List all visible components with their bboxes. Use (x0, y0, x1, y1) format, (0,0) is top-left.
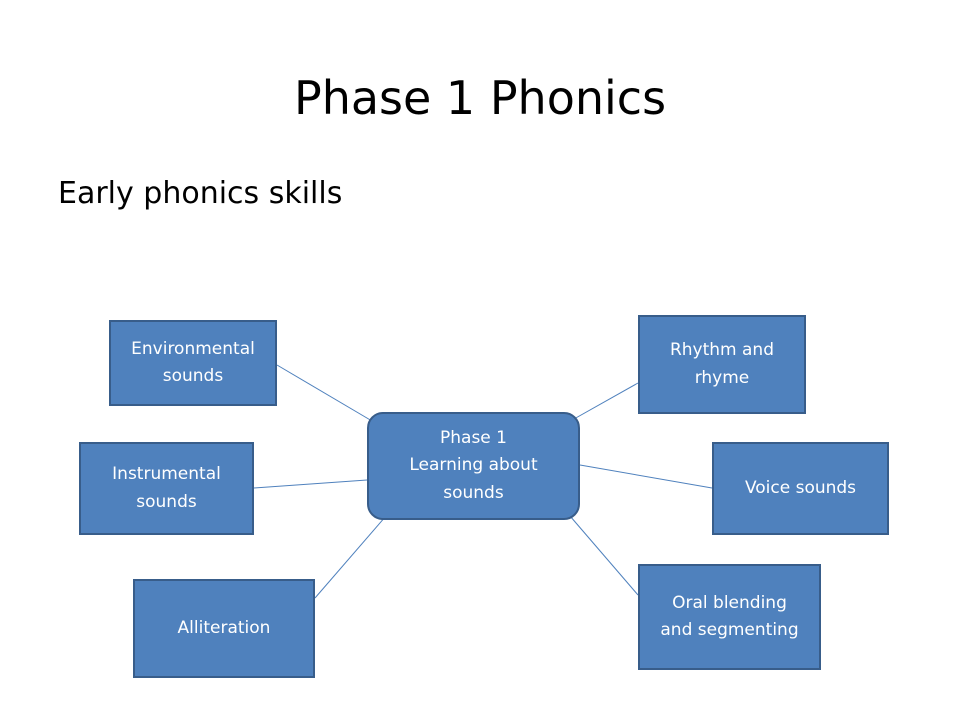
node-voice-sounds[interactable]: Voice sounds (712, 442, 889, 535)
node-oral-blending[interactable]: Oral blending and segmenting (638, 564, 821, 670)
node-instrumental-sounds[interactable]: Instrumental sounds (79, 442, 254, 535)
node-center-phase-1[interactable]: Phase 1 Learning about sounds (367, 412, 580, 520)
node-environmental-sounds[interactable]: Environmental sounds (109, 320, 277, 406)
connector-voice (579, 464, 713, 489)
slide-subtitle: Early phonics skills (58, 176, 343, 211)
connector-environmental (276, 364, 373, 422)
connector-oral (569, 515, 639, 596)
connector-alliteration (314, 515, 387, 599)
node-alliteration[interactable]: Alliteration (133, 579, 315, 678)
connector-rhythm (573, 382, 639, 420)
connector-instrumental (253, 479, 368, 489)
node-rhythm-and-rhyme[interactable]: Rhythm and rhyme (638, 315, 806, 414)
slide-title: Phase 1 Phonics (293, 71, 667, 125)
